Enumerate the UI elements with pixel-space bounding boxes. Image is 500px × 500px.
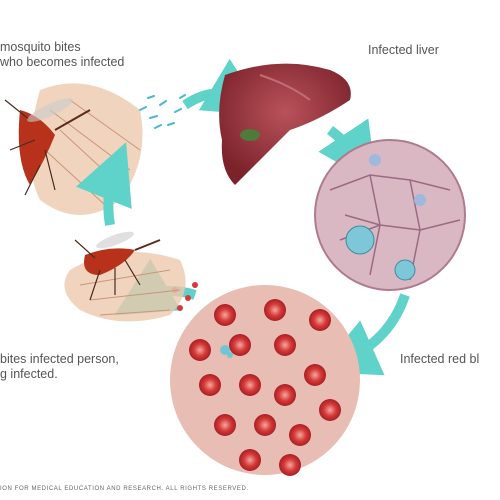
label-line: who becomes infected xyxy=(0,55,125,69)
arrow-to-top-mosquito xyxy=(76,142,132,226)
liver xyxy=(219,63,351,185)
red-blood-cells-closeup xyxy=(170,285,360,476)
liver-cells-closeup xyxy=(314,139,466,291)
label-infected-liver: Infected liver xyxy=(368,43,439,57)
sporozoites-spray xyxy=(139,94,186,129)
mosquito-top xyxy=(4,98,91,196)
label-infected-red-blood: Infected red bl xyxy=(400,352,480,366)
copyright-footer: ION FOR MEDICAL EDUCATION AND RESEARCH. … xyxy=(0,486,249,492)
mosquito-bottom xyxy=(74,231,161,301)
label-bites-infected-person: bites infected person, g infected. xyxy=(0,352,119,382)
skin-patch-bottom xyxy=(64,252,186,322)
label-mosquito-bites: mosquito bites who becomes infected xyxy=(0,40,124,70)
label-line: mosquito bites xyxy=(0,40,81,54)
label-line: g infected. xyxy=(0,367,58,381)
label-line: bites infected person, xyxy=(0,352,119,366)
